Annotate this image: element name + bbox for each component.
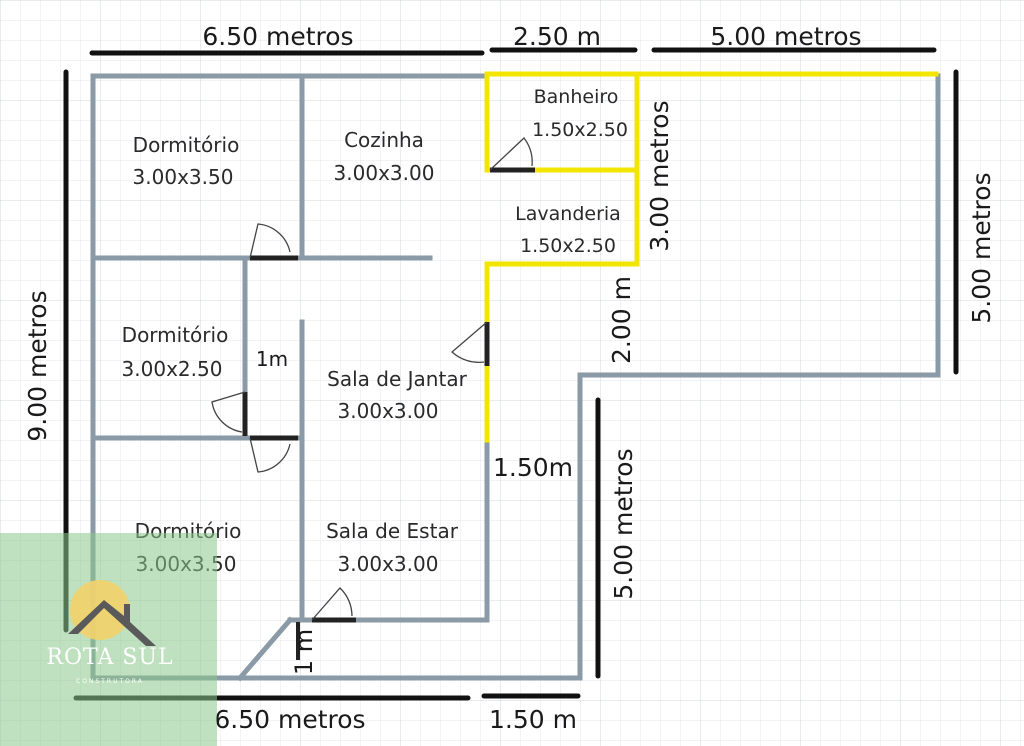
watermark-brand: ROTA SUL [46,645,173,670]
room-name: Banheiro [534,86,619,108]
watermark-sub: CONSTRUTORA [76,678,144,685]
dim-inner-150: 1.50m [493,453,573,482]
room-size: 3.00x3.00 [338,552,439,576]
dim-top-right: 5.00 metros [710,22,861,51]
room-size: 3.00x2.50 [122,357,223,381]
dim-right-lower: 5.00 metros [609,448,638,599]
dimension-lines [63,47,959,701]
dim-top-mid: 2.50 m [513,22,601,51]
room-name: Sala de Jantar [327,367,467,391]
door-swing-dorm1 [249,223,291,259]
room-dormitorio-1: Dormitório 3.00x3.50 [133,133,240,189]
dim-corridor: 1m [256,347,288,371]
door-swing-bath [489,137,533,171]
doors [211,137,535,660]
room-size: 3.00x3.00 [334,161,435,185]
room-cozinha: Cozinha 3.00x3.00 [334,128,435,185]
room-name: Dormitório [133,133,240,157]
door-swing-dorm2 [211,391,246,433]
room-lavanderia: Lavanderia 1.50x2.50 [515,203,621,257]
room-name: Cozinha [344,128,424,152]
room-sala-de-jantar: Sala de Jantar 3.00x3.00 [327,367,467,423]
door-swing-dining [451,321,488,363]
roof-icon [68,600,156,646]
dim-bottom-right: 1.50 m [489,705,577,734]
dim-bottom-left: 6.50 metros [214,705,365,734]
room-dormitorio-2: Dormitório 3.00x2.50 [122,323,229,381]
room-name: Sala de Estar [326,519,459,543]
dim-inner-200: 2.00 m [607,276,636,364]
room-size: 1.50x2.50 [520,235,616,257]
dim-left: 9.00 metros [23,290,52,441]
room-name: Lavanderia [515,203,621,225]
room-banheiro: Banheiro 1.50x2.50 [532,86,628,141]
dim-right-upper: 5.00 metros [967,172,996,323]
room-size: 3.00x3.50 [133,165,234,189]
wall-entry-diagonal [236,616,294,682]
door-swing-dorm3 [249,437,291,473]
room-size: 3.00x3.00 [338,399,439,423]
room-name: Dormitório [122,323,229,347]
watermark-overlay [0,533,217,746]
dim-top-left: 6.50 metros [202,22,353,51]
dim-entry: 1 m [290,629,318,675]
watermark: ROTA SUL CONSTRUTORA [0,533,217,746]
room-size: 1.50x2.50 [532,119,628,141]
door-swing-entry [311,587,353,621]
dim-bath-side: 3.00 metros [645,100,674,251]
room-sala-de-estar: Sala de Estar 3.00x3.00 [326,519,459,576]
